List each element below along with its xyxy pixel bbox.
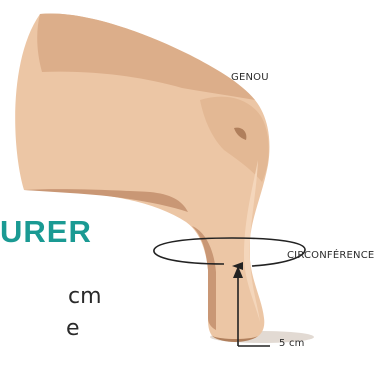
partial-text-line-2: e bbox=[66, 316, 80, 341]
distance-label: 5 cm bbox=[279, 338, 305, 349]
bent-leg-figure bbox=[15, 13, 314, 343]
section-heading: URER bbox=[0, 214, 92, 250]
circumference-label: CIRCONFÉRENCE bbox=[287, 250, 374, 261]
partial-text-line-1: cm bbox=[68, 284, 102, 309]
knee-label: GENOU bbox=[231, 72, 269, 83]
